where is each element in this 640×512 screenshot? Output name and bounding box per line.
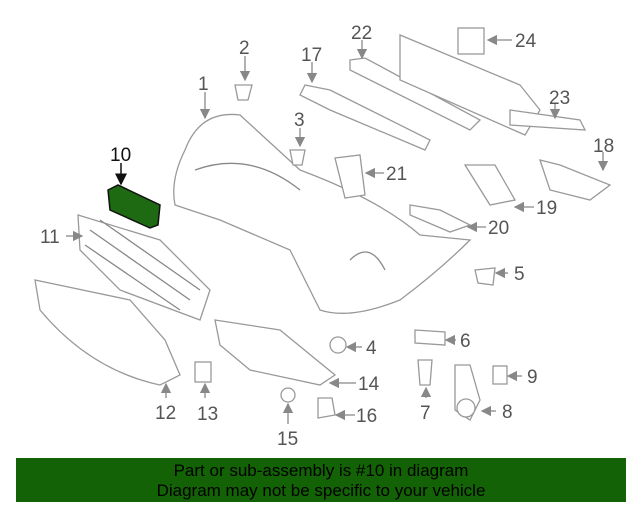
callout-12: 12 (155, 403, 176, 424)
callout-2: 2 (239, 38, 250, 59)
bracket-20-part[interactable] (409, 204, 472, 233)
callout-11: 11 (40, 227, 60, 248)
callout-24: 24 (515, 31, 537, 52)
callout-22: 22 (351, 23, 372, 44)
callout-15: 15 (277, 429, 298, 450)
clip-4-part[interactable] (329, 336, 347, 354)
retainer-17-part[interactable] (299, 84, 431, 151)
bracket-19-part[interactable] (463, 164, 517, 206)
part-info-banner: Part or sub-assembly is #10 in diagram D… (16, 458, 626, 502)
callout-5: 5 (514, 264, 525, 285)
part-5[interactable] (474, 267, 496, 286)
callout-9: 9 (527, 367, 538, 388)
clip-9-part[interactable] (492, 365, 508, 385)
banner-line-disclaimer: Diagram may not be specific to your vehi… (156, 481, 486, 500)
bracket-21-part[interactable] (334, 154, 366, 199)
clip-3-part[interactable] (289, 149, 306, 166)
callout-21: 21 (386, 164, 407, 185)
bumper-cover-part[interactable] (173, 113, 472, 314)
undercover-part[interactable] (214, 319, 337, 386)
callout-17: 17 (301, 45, 322, 66)
callout-7: 7 (420, 403, 431, 424)
callout-18: 18 (593, 136, 614, 157)
clip-13-part[interactable] (194, 361, 212, 383)
callout-23: 23 (549, 88, 570, 109)
parts-diagram: 1 2 3 4 5 6 7 8 9 10 11 12 13 14 15 16 1… (34, 23, 614, 450)
retainer-18-part[interactable] (539, 159, 612, 201)
callout-3: 3 (294, 110, 305, 131)
part-10-highlighted[interactable] (107, 184, 161, 229)
bolt-16-part[interactable] (317, 397, 336, 419)
callout-6: 6 (460, 331, 471, 352)
callout-16: 16 (356, 406, 377, 427)
callout-13: 13 (197, 404, 218, 425)
callout-10: 10 (110, 145, 131, 166)
banner-line-part: Part or sub-assembly is #10 in diagram (173, 461, 469, 480)
callout-8: 8 (502, 402, 513, 423)
clip-7-part[interactable] (417, 359, 433, 386)
bracket-24-part[interactable] (457, 27, 485, 55)
callout-20: 20 (488, 218, 509, 239)
callout-14: 14 (358, 374, 380, 395)
part-6[interactable] (414, 329, 446, 346)
clip-2-part[interactable] (234, 84, 253, 101)
callout-1: 1 (198, 74, 209, 95)
callout-4: 4 (366, 338, 377, 359)
callout-19: 19 (536, 198, 557, 219)
clip-15-part[interactable] (280, 387, 296, 403)
lower-cover-part[interactable] (34, 279, 181, 386)
